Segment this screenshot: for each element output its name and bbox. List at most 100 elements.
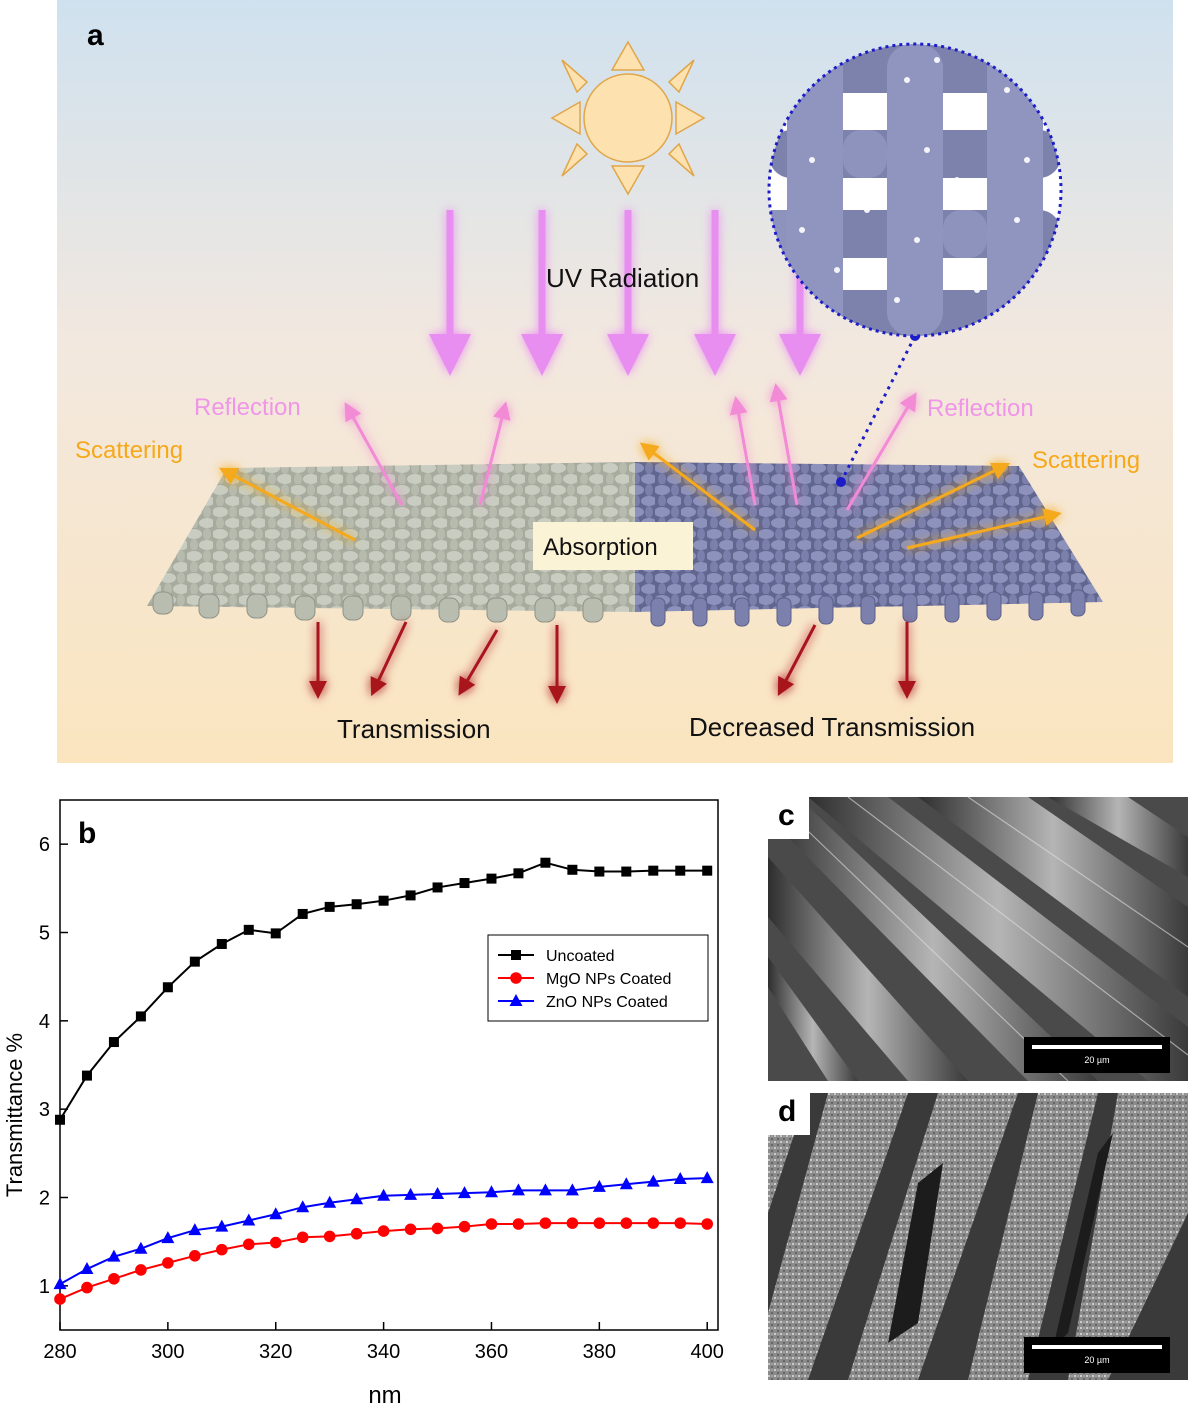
legend-marker (509, 994, 523, 1006)
data-point (459, 878, 470, 889)
reflection-left-label: Reflection (194, 394, 301, 421)
data-point (269, 1236, 282, 1249)
absorption-box (533, 522, 693, 570)
x-tick-label: 320 (259, 1341, 292, 1363)
x-tick-label: 380 (583, 1341, 616, 1363)
data-point (594, 866, 605, 877)
data-point (702, 865, 713, 876)
data-point (242, 1213, 256, 1226)
data-point (404, 1223, 417, 1236)
reflection-arrows (344, 383, 917, 511)
legend-label: MgO NPs Coated (546, 971, 671, 988)
x-tick-label: 400 (691, 1341, 724, 1363)
coated-fabric (635, 462, 1103, 612)
y-axis-label: Transmittance % (2, 1033, 27, 1197)
data-point (378, 895, 389, 906)
data-point (673, 1171, 687, 1184)
data-point (486, 873, 497, 884)
panel-b-letter: b (78, 817, 96, 850)
fabric-zoom-circle (769, 44, 1061, 336)
panel-d-letter: d (768, 1093, 811, 1135)
x-tick-label: 300 (151, 1341, 184, 1363)
data-point (216, 938, 227, 949)
data-point (620, 1217, 633, 1229)
data-point (674, 1217, 687, 1229)
zoom-anchor-dot (836, 477, 846, 487)
data-point (485, 1218, 498, 1230)
data-point (161, 1231, 175, 1244)
legend-label: Uncoated (546, 948, 615, 965)
y-tick-label: 4 (39, 1011, 50, 1033)
data-point (647, 1217, 660, 1229)
x-tick-label: 340 (367, 1341, 400, 1363)
data-point (621, 866, 632, 877)
uv-radiation-label: UV Radiation (546, 263, 699, 293)
data-point (458, 1186, 472, 1199)
data-point (107, 1249, 121, 1262)
panel-c-letter: c (768, 797, 809, 839)
y-tick-label: 6 (39, 834, 50, 856)
data-point (135, 1264, 147, 1276)
absorption-label: Absorption (543, 534, 658, 561)
y-tick-label: 3 (39, 1099, 50, 1121)
data-point (269, 1207, 283, 1220)
y-tick-label: 2 (39, 1188, 50, 1210)
data-point (619, 1177, 633, 1190)
data-point (592, 1179, 606, 1192)
data-point (351, 899, 362, 910)
sun-icon (550, 40, 706, 196)
reflection-right-label: Reflection (927, 395, 1034, 422)
data-point (513, 868, 524, 879)
data-point (539, 1217, 552, 1229)
data-point (701, 1218, 714, 1230)
zoom-connector-line (839, 335, 917, 483)
data-point (565, 1183, 579, 1196)
legend-marker (511, 950, 521, 960)
data-point (270, 928, 281, 939)
plot-frame (59, 799, 719, 1331)
panel-c-sem-image: c 20 µm (768, 797, 1188, 1081)
data-point (81, 1281, 93, 1294)
data-point (323, 1195, 337, 1208)
data-point (189, 956, 200, 967)
legend-label: ZnO NPs Coated (546, 994, 668, 1011)
decreased-transmission-label: Decreased Transmission (689, 712, 975, 742)
data-point (296, 1231, 309, 1244)
data-point (162, 982, 173, 993)
data-point (540, 857, 551, 868)
data-point (350, 1227, 363, 1240)
data-point (377, 1225, 390, 1237)
legend-marker (510, 972, 522, 984)
data-point (648, 865, 659, 876)
data-point (405, 890, 416, 901)
data-point (53, 1277, 67, 1290)
zoom-circle-border (767, 42, 1063, 338)
transmission-label: Transmission (337, 714, 491, 744)
data-point (242, 1238, 255, 1251)
data-point (189, 1250, 201, 1262)
scattering-arrows (219, 442, 1062, 550)
data-point (296, 1200, 310, 1213)
data-point (675, 865, 686, 876)
legend-box (487, 934, 709, 1022)
data-point (108, 1037, 119, 1048)
data-point (593, 1217, 606, 1229)
x-tick-label: 280 (43, 1341, 76, 1363)
uncoated-fabric (147, 462, 635, 612)
data-point (431, 1186, 445, 1199)
data-point (108, 1272, 120, 1285)
data-point (567, 864, 578, 875)
y-tick-label: 5 (39, 923, 50, 945)
data-point (81, 1070, 92, 1081)
data-point (377, 1188, 391, 1201)
scale-bar: 20 µm (1024, 1337, 1170, 1373)
data-point (188, 1223, 202, 1236)
data-point (512, 1218, 525, 1230)
data-point (134, 1241, 148, 1254)
data-point (511, 1183, 525, 1196)
data-point (324, 901, 335, 912)
data-point (297, 908, 308, 919)
scale-bar-label: 20 µm (1084, 1055, 1110, 1065)
panel-a-letter: a (87, 19, 104, 52)
